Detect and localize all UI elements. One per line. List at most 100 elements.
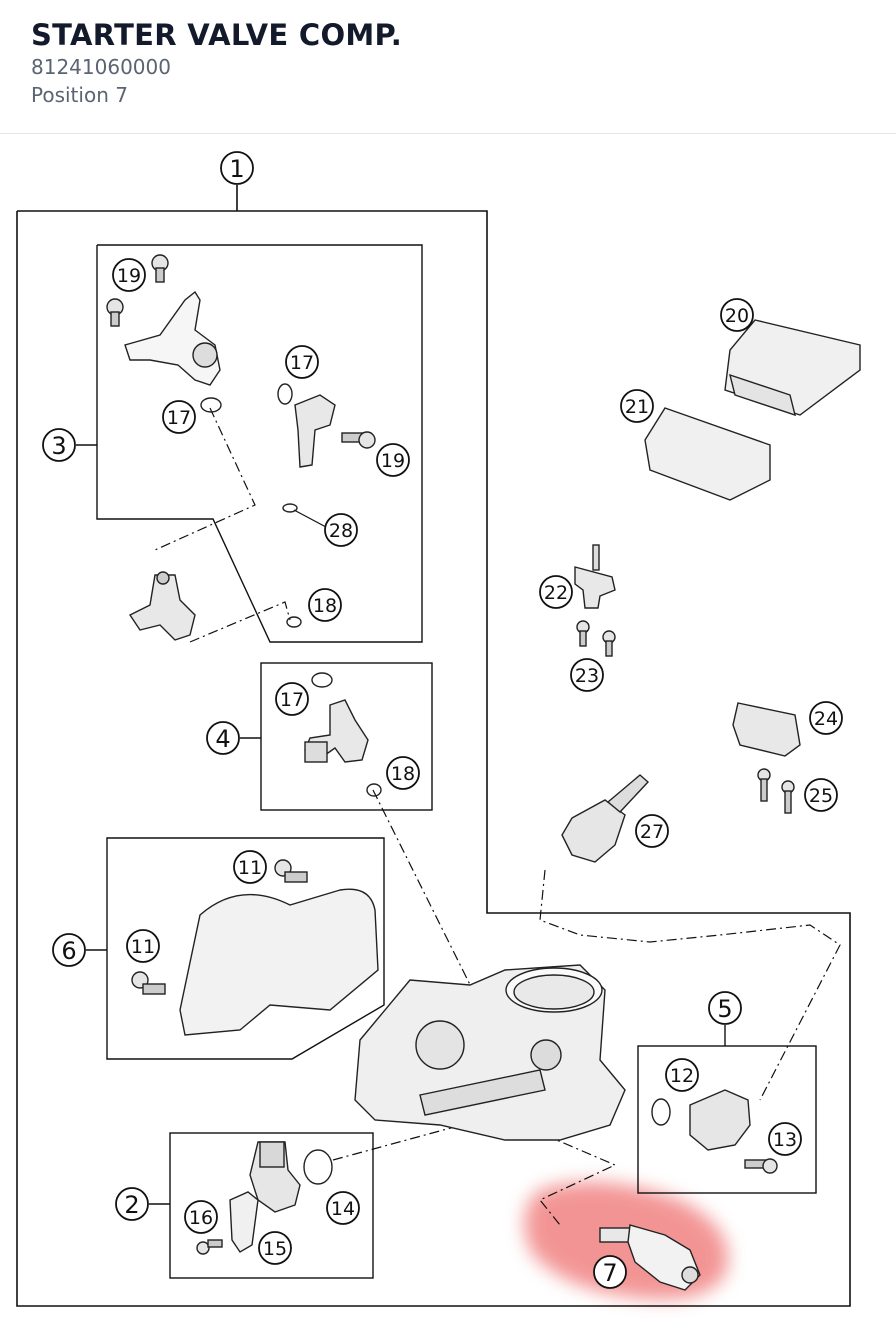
sensor-24 (732, 702, 801, 757)
injector-3 (128, 574, 196, 641)
assembly-outline (16, 185, 851, 1307)
injector-bracket (124, 290, 221, 386)
callout-17-c[interactable]: 17 (275, 682, 309, 716)
screw-13 (744, 1158, 778, 1174)
plate-15 (229, 1191, 259, 1253)
svg-text:18: 18 (313, 595, 337, 617)
box-5 (637, 1025, 817, 1194)
callout-24[interactable]: 24 (809, 701, 843, 735)
callout-3[interactable]: 3 (42, 428, 76, 462)
callout-19-b[interactable]: 19 (376, 443, 410, 477)
sensor-27 (561, 799, 626, 863)
svg-text:2: 2 (124, 1191, 139, 1219)
callout-18-b[interactable]: 18 (386, 756, 420, 790)
callout-5[interactable]: 5 (708, 991, 742, 1025)
callout-18-a[interactable]: 18 (308, 588, 342, 622)
svg-text:12: 12 (670, 1065, 694, 1087)
svg-text:28: 28 (329, 520, 353, 542)
leader-28 (293, 509, 327, 528)
svg-text:13: 13 (773, 1129, 797, 1151)
diagram-svg: 1 3 4 6 2 5 7 19 17 17 19 28 18 17 18 11… (16, 151, 861, 1307)
svg-text:20: 20 (725, 305, 749, 327)
svg-text:23: 23 (575, 665, 599, 687)
callout-7[interactable]: 7 (593, 1255, 627, 1289)
svg-text:3: 3 (51, 432, 66, 460)
callout-22[interactable]: 22 (539, 575, 573, 609)
callout-27[interactable]: 27 (635, 814, 669, 848)
callout-21[interactable]: 21 (620, 389, 654, 423)
oring-12 (651, 1098, 671, 1126)
idle-sensor (689, 1089, 751, 1151)
callout-19-a[interactable]: 19 (112, 258, 146, 292)
svg-text:21: 21 (625, 396, 649, 418)
part-number: 81241060000 (31, 55, 171, 79)
callout-20[interactable]: 20 (720, 298, 754, 332)
callout-1[interactable]: 1 (220, 151, 254, 185)
ecu-20 (724, 319, 861, 416)
svg-text:7: 7 (602, 1259, 617, 1287)
svg-text:19: 19 (117, 265, 141, 287)
sensor-22 (574, 566, 616, 609)
svg-text:11: 11 (131, 936, 155, 958)
callout-17-a[interactable]: 17 (285, 345, 319, 379)
oring-28 (282, 503, 298, 513)
callout-12[interactable]: 12 (665, 1058, 699, 1092)
svg-text:14: 14 (331, 1198, 355, 1220)
callout-14[interactable]: 14 (326, 1191, 360, 1225)
svg-text:27: 27 (640, 821, 664, 843)
box-4 (240, 662, 433, 811)
fuel-connector (294, 394, 336, 468)
screw-19-c (341, 431, 376, 449)
callout-11-b[interactable]: 11 (126, 929, 160, 963)
parts-drawings (106, 254, 861, 1291)
module-21 (644, 407, 771, 501)
callout-2[interactable]: 2 (115, 1187, 149, 1221)
screw-19-a (151, 254, 169, 283)
svg-text:4: 4 (215, 725, 230, 753)
part-title: STARTER VALVE COMP. (31, 18, 403, 52)
callout-28[interactable]: 28 (324, 513, 358, 547)
position-label: Position 7 (31, 83, 128, 107)
callout-11-a[interactable]: 11 (233, 850, 267, 884)
svg-text:16: 16 (189, 1207, 213, 1229)
callout-15[interactable]: 15 (258, 1231, 292, 1265)
oring-17-b (277, 383, 293, 405)
callout-17-b[interactable]: 17 (162, 400, 196, 434)
svg-text:22: 22 (544, 582, 568, 604)
svg-text:5: 5 (717, 995, 732, 1023)
callouts: 1 3 4 6 2 5 7 (42, 151, 742, 1289)
screw-19-b (106, 298, 124, 327)
oring-17-a (200, 397, 222, 413)
oring-14 (303, 1149, 333, 1185)
oring-18-b (366, 783, 382, 797)
box-2 (149, 1132, 374, 1279)
callout-6[interactable]: 6 (52, 933, 86, 967)
oring-17-c (311, 672, 333, 688)
svg-text:1: 1 (229, 155, 244, 183)
callout-4[interactable]: 4 (206, 721, 240, 755)
throttle-cover (179, 888, 379, 1036)
svg-text:25: 25 (809, 785, 833, 807)
svg-text:17: 17 (280, 689, 304, 711)
svg-text:24: 24 (814, 708, 838, 730)
callout-23[interactable]: 23 (570, 658, 604, 692)
svg-text:17: 17 (167, 407, 191, 429)
svg-text:6: 6 (61, 937, 76, 965)
callout-13[interactable]: 13 (768, 1122, 802, 1156)
starter-valve-7 (599, 1224, 701, 1291)
exploded-parts-diagram: 1 3 4 6 2 5 7 19 17 17 19 28 18 17 18 11… (0, 134, 896, 1335)
svg-text:15: 15 (263, 1238, 287, 1260)
screw-16 (196, 1239, 223, 1255)
screw-11-a (274, 859, 308, 883)
screws-23 (576, 620, 616, 657)
box-3 (76, 244, 423, 643)
screw-11-b (131, 971, 166, 995)
part-header: STARTER VALVE COMP. 81241060000 Position… (0, 0, 896, 134)
box-6 (86, 837, 385, 1060)
callout-25[interactable]: 25 (804, 778, 838, 812)
oring-18-a (286, 616, 302, 628)
screws-25 (757, 768, 795, 814)
callout-16[interactable]: 16 (184, 1200, 218, 1234)
svg-text:17: 17 (290, 352, 314, 374)
svg-text:19: 19 (381, 450, 405, 472)
